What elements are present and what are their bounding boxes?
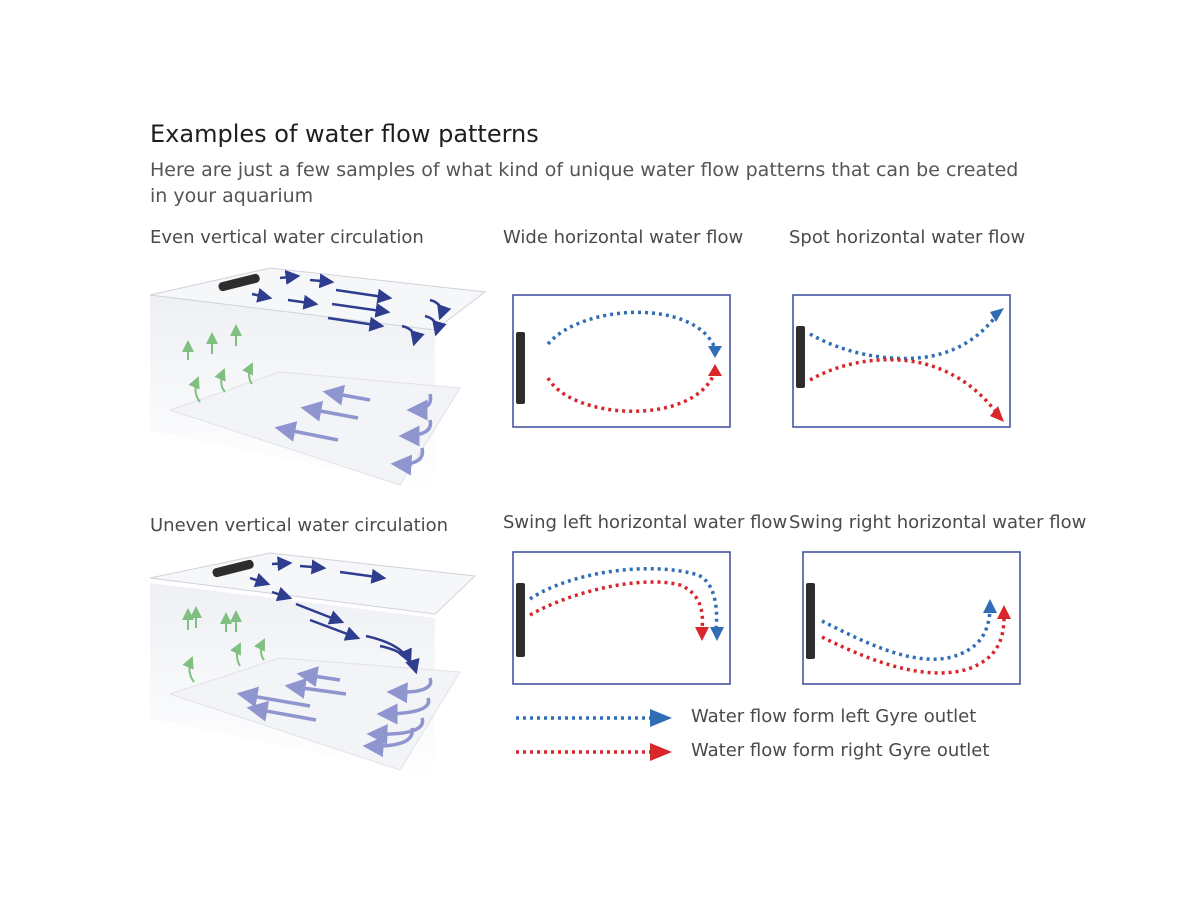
label-spot-horizontal: Spot horizontal water flow bbox=[789, 227, 1026, 248]
blue-flow-path bbox=[821, 610, 992, 661]
surface-flow-arrows bbox=[249, 556, 420, 675]
blue-arrowhead bbox=[983, 599, 997, 613]
page-title: Examples of water flow patterns bbox=[150, 120, 539, 148]
tank-frame bbox=[512, 294, 731, 428]
legend-right-outlet: Water flow form right Gyre outlet bbox=[691, 740, 990, 761]
gyre-pump-icon bbox=[212, 559, 254, 578]
red-arrowhead bbox=[990, 406, 1004, 422]
swing-right-diagram bbox=[802, 551, 1021, 685]
blue-arrowhead bbox=[990, 308, 1004, 322]
wide-horizontal-diagram bbox=[512, 294, 731, 428]
label-even-vertical: Even vertical water circulation bbox=[150, 227, 424, 248]
tank-frame bbox=[792, 294, 1011, 428]
legend-left-outlet: Water flow form left Gyre outlet bbox=[691, 706, 977, 727]
gyre-pump-icon bbox=[218, 273, 260, 292]
label-uneven-vertical: Uneven vertical water circulation bbox=[150, 515, 449, 536]
tank-bottom-plane bbox=[168, 371, 461, 486]
uneven-vertical-diagram bbox=[149, 552, 477, 778]
tank-frame bbox=[802, 551, 1021, 685]
label-wide-horizontal: Wide horizontal water flow bbox=[503, 227, 744, 248]
red-flow-path bbox=[821, 616, 1006, 675]
even-vertical-diagram bbox=[149, 267, 487, 490]
label-swing-right: Swing right horizontal water flow bbox=[789, 512, 1087, 533]
bottom-flow-arrows bbox=[236, 666, 433, 758]
blue-flow-path bbox=[529, 566, 719, 630]
gyre-pump-icon bbox=[516, 332, 525, 404]
label-swing-left: Swing left horizontal water flow bbox=[503, 512, 788, 533]
red-flow-path bbox=[529, 580, 705, 630]
bottom-flow-arrows bbox=[274, 384, 433, 476]
red-arrowhead bbox=[695, 627, 709, 641]
rising-flow-arrows bbox=[182, 324, 253, 403]
blue-flow-path bbox=[809, 314, 998, 361]
surface-flow-arrows bbox=[251, 269, 452, 347]
legend-red-arrowhead bbox=[650, 743, 672, 761]
red-flow-path bbox=[546, 373, 716, 413]
page-subtitle: Here are just a few samples of what kind… bbox=[150, 159, 1019, 207]
legend-blue-arrowhead bbox=[650, 709, 672, 727]
spot-horizontal-diagram bbox=[792, 294, 1011, 428]
legend-swatches bbox=[516, 709, 672, 761]
red-arrowhead bbox=[708, 364, 722, 376]
red-arrowhead bbox=[997, 605, 1011, 619]
swing-left-diagram bbox=[512, 551, 731, 685]
gyre-pump-icon bbox=[796, 326, 805, 388]
blue-arrowhead bbox=[710, 627, 724, 641]
rising-flow-arrows bbox=[182, 606, 265, 683]
blue-arrowhead bbox=[708, 346, 722, 358]
gyre-pump-icon bbox=[806, 583, 815, 659]
tank-frame bbox=[512, 551, 731, 685]
gyre-pump-icon bbox=[516, 583, 525, 657]
